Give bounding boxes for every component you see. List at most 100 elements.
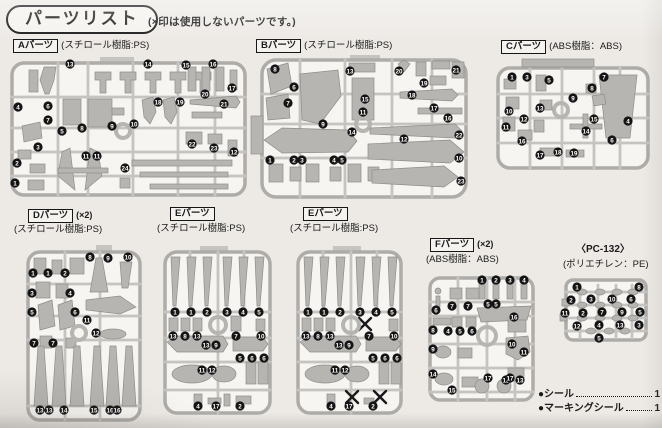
svg-text:2: 2 — [569, 297, 573, 304]
molded-part — [121, 345, 137, 407]
part-number-marker: 18 — [407, 90, 417, 100]
molded-part — [611, 288, 623, 296]
molded-part — [131, 159, 233, 167]
svg-text:10: 10 — [390, 333, 398, 340]
part-number-marker: 10 — [256, 331, 266, 341]
part-number-marker: 4 — [623, 116, 633, 126]
molded-part — [33, 257, 47, 275]
part-number-marker: 6 — [626, 294, 636, 304]
part-number-marker: 9 — [617, 307, 627, 317]
svg-text:9: 9 — [620, 309, 624, 316]
part-number-marker: 6 — [607, 135, 617, 145]
part-number-marker: 3 — [522, 72, 532, 82]
svg-text:7: 7 — [600, 309, 604, 316]
svg-text:7: 7 — [367, 333, 371, 340]
part-number-marker: 15 — [360, 94, 370, 104]
part-number-marker: 5 — [455, 326, 465, 336]
molded-part — [434, 287, 442, 295]
part-number-marker: 19 — [569, 148, 579, 158]
svg-text:3: 3 — [300, 157, 304, 164]
part-number-marker: 23 — [456, 176, 466, 186]
molded-part — [434, 372, 454, 386]
part-number-marker: 13 — [334, 340, 344, 350]
part-number-marker: 9 — [344, 340, 354, 350]
part-number-marker: 15 — [589, 114, 599, 124]
molded-part — [268, 163, 284, 183]
part-number-marker: 2 — [202, 307, 212, 317]
svg-text:5: 5 — [238, 355, 242, 362]
part-number-marker: 7 — [364, 331, 374, 341]
svg-text:4: 4 — [16, 104, 20, 111]
part-number-marker: 7 — [283, 98, 293, 108]
molded-part — [187, 66, 197, 92]
page-title: パーツリスト — [25, 9, 139, 28]
sprue-tab — [333, 246, 361, 253]
molded-part — [415, 61, 427, 77]
part-number-marker: 3 — [222, 307, 232, 317]
part-number-marker: 1 — [507, 72, 517, 82]
part-number-marker: 2 — [60, 268, 70, 278]
molded-part — [70, 324, 88, 342]
part-number-marker: 12 — [572, 321, 582, 331]
part-number-marker: 8 — [270, 64, 280, 74]
svg-text:4: 4 — [68, 290, 72, 297]
molded-part — [255, 318, 266, 332]
molded-part — [535, 74, 547, 92]
molded-part — [299, 69, 342, 125]
part-number-marker: 4 — [326, 401, 336, 411]
legend-count: 1 — [654, 402, 660, 414]
svg-text:9: 9 — [214, 342, 218, 349]
molded-part — [171, 364, 213, 384]
svg-text:18: 18 — [554, 149, 562, 156]
molded-part — [594, 288, 606, 296]
part-number-marker: 22 — [454, 130, 464, 140]
part-number-marker: 1 — [28, 268, 38, 278]
molded-part — [387, 256, 398, 307]
part-number-marker: 5 — [368, 353, 378, 363]
part-number-marker: 5 — [594, 333, 604, 343]
part-number-marker: 17 — [483, 373, 493, 383]
svg-text:13: 13 — [169, 333, 177, 340]
part-number-marker: 1 — [43, 268, 53, 278]
part-number-marker: 8 — [428, 325, 438, 335]
svg-text:15: 15 — [590, 116, 598, 123]
svg-text:8: 8 — [80, 125, 84, 132]
molded-part — [303, 256, 314, 307]
svg-text:12: 12 — [573, 323, 581, 330]
part-number-marker: 7 — [43, 115, 53, 125]
svg-text:5: 5 — [486, 301, 490, 308]
molded-part — [576, 301, 588, 309]
svg-text:13: 13 — [326, 333, 334, 340]
molded-part — [435, 295, 441, 308]
svg-text:2: 2 — [494, 277, 498, 284]
svg-text:3: 3 — [525, 74, 529, 81]
svg-text:19: 19 — [570, 150, 578, 157]
svg-text:17: 17 — [536, 152, 544, 159]
part-number-marker: 13 — [168, 331, 178, 341]
part-number-marker: 19 — [419, 78, 429, 88]
molded-part — [367, 139, 465, 164]
molded-part — [417, 107, 463, 115]
svg-text:14: 14 — [582, 128, 590, 135]
molded-part — [202, 256, 213, 307]
molded-part — [476, 325, 498, 347]
molded-part — [222, 256, 233, 307]
svg-text:3: 3 — [637, 322, 641, 329]
part-number-marker: 13 — [515, 375, 525, 385]
svg-text:3: 3 — [30, 290, 34, 297]
part-number-marker: 13 — [35, 405, 45, 415]
molded-part — [28, 69, 39, 93]
svg-text:11: 11 — [503, 124, 510, 131]
part-number-marker: 8 — [77, 123, 87, 133]
svg-text:5: 5 — [597, 335, 601, 342]
svg-text:23: 23 — [210, 145, 218, 152]
svg-text:10: 10 — [508, 341, 516, 348]
svg-text:6: 6 — [292, 84, 296, 91]
svg-text:12: 12 — [400, 136, 408, 143]
svg-text:4: 4 — [241, 309, 245, 316]
part-number-marker: 8 — [85, 252, 95, 262]
